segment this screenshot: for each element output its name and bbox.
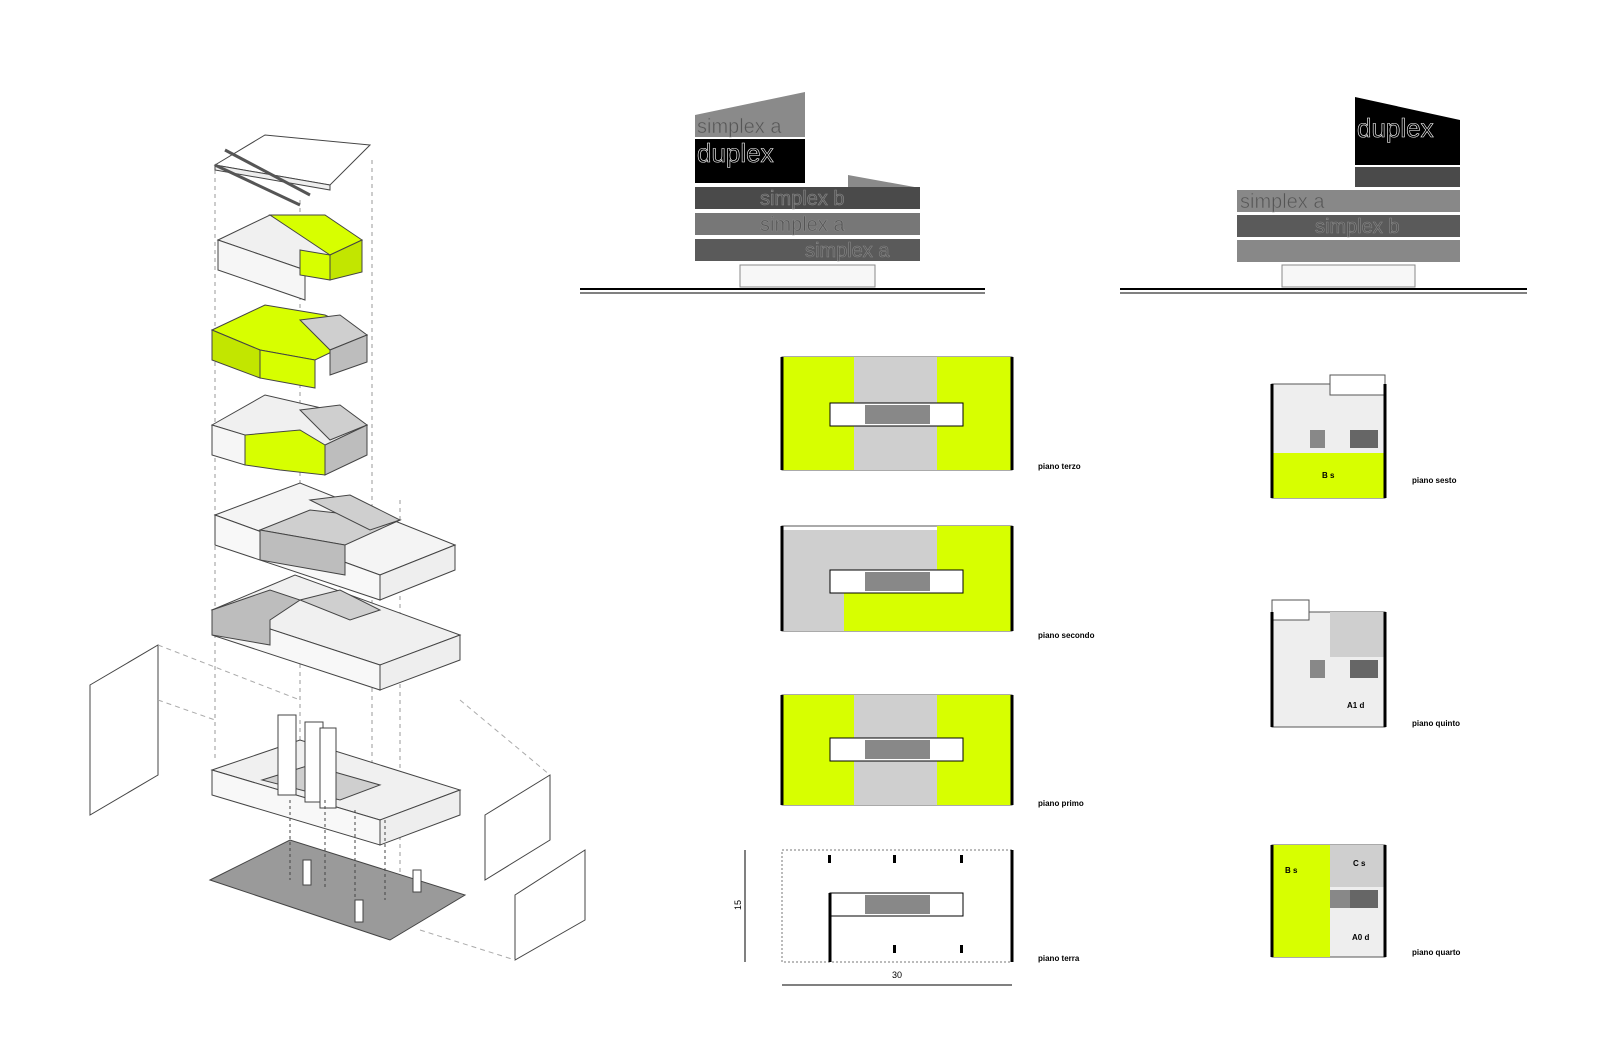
level-primo-volume	[210, 714, 462, 846]
room-label: C s	[1353, 859, 1366, 868]
unit-label: duplex	[1357, 113, 1434, 143]
unit-row	[1237, 215, 1460, 237]
unit-label: simplex b	[760, 188, 844, 210]
level-sesto-volume	[216, 214, 364, 301]
room-label: A0 d	[1352, 933, 1369, 942]
elevation-right: duplex simplex a simplex b	[1120, 97, 1527, 294]
plan-piano-quinto: A1 d piano quinto	[1270, 599, 1460, 728]
dimension-depth: 15	[733, 900, 743, 910]
plan-piano-primo: piano primo	[780, 694, 1084, 808]
roof-slab	[213, 134, 372, 207]
plan-piano-terra: 15 30 piano terra	[733, 849, 1080, 986]
unit-label: duplex	[697, 138, 774, 168]
elevation-left-roof-2	[848, 175, 920, 190]
plan-label: piano terra	[1038, 954, 1080, 963]
unit-label: simplex a	[1240, 191, 1325, 213]
ground-podium	[1281, 264, 1416, 288]
unit-row-4	[695, 213, 920, 235]
plan-label: piano terzo	[1038, 462, 1081, 471]
dimension-width: 30	[892, 970, 902, 980]
panel-guide-lines	[157, 644, 551, 961]
level-quarto-volume	[210, 394, 369, 476]
plan-label: piano sesto	[1412, 476, 1457, 485]
plan-piano-quarto: B s C s A0 d piano quarto	[1270, 844, 1461, 958]
elevation-left-roof	[695, 92, 805, 115]
unit-label: simplex a	[805, 240, 890, 262]
unit-row	[1355, 167, 1460, 187]
unit-row-5	[695, 239, 920, 261]
unit-duplex	[695, 139, 805, 183]
elevation-left: simplex a duplex simplex b simplex a sim…	[580, 92, 985, 294]
unit-row-3	[695, 187, 920, 209]
plan-label: piano quinto	[1412, 719, 1460, 728]
room-label: B s	[1285, 866, 1298, 875]
plan-label: piano primo	[1038, 799, 1084, 808]
level-quinto-volume	[210, 304, 369, 389]
ground-podium	[739, 264, 876, 288]
unit-duplex	[1355, 97, 1460, 165]
plan-label: piano quarto	[1412, 948, 1461, 957]
unit-label: simplex a	[760, 214, 845, 236]
level-terzo-volume	[213, 482, 457, 601]
unit-row	[1237, 190, 1460, 212]
unit-row	[1237, 240, 1460, 262]
plan-piano-secondo: piano secondo	[780, 525, 1095, 640]
level-secondo-volume	[210, 574, 462, 691]
room-label: A1 d	[1347, 701, 1364, 710]
exploded-axonometric	[89, 134, 586, 961]
plan-piano-terzo: piano terzo	[780, 356, 1081, 471]
unit-label: simplex a	[697, 116, 782, 138]
room-label: B s	[1322, 471, 1335, 480]
plan-piano-sesto: B s piano sesto	[1270, 374, 1457, 499]
plan-label: piano secondo	[1038, 631, 1095, 640]
ground-slab	[208, 800, 467, 941]
unit-simplex-a	[695, 115, 805, 137]
facade-panels	[89, 644, 586, 961]
vertical-guide-lines	[214, 160, 401, 880]
unit-label: simplex b	[1315, 216, 1399, 238]
